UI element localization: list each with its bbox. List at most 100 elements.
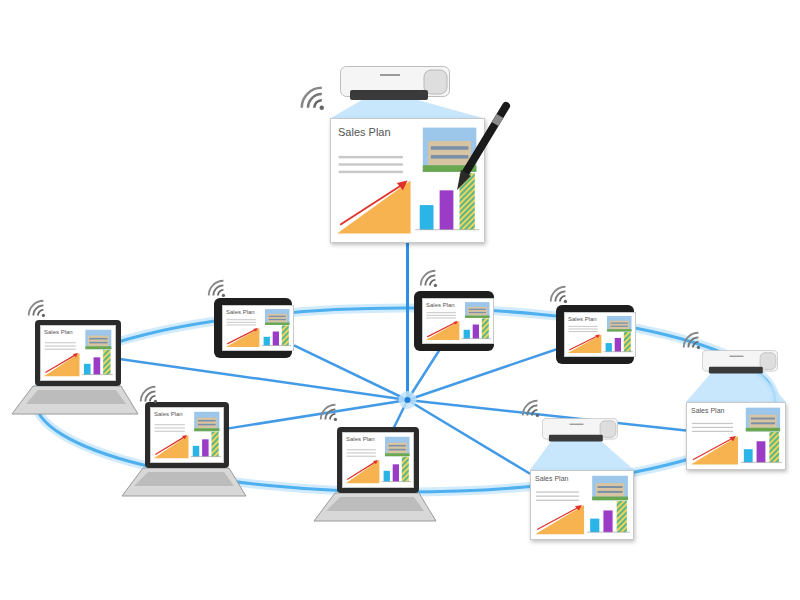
bar [590,519,599,533]
photo-grass [465,316,490,318]
laptop-keyboard [134,472,234,486]
bar [617,501,627,532]
trend-arrow [693,438,733,460]
wifi-icon [421,271,437,287]
text-line [692,423,733,424]
screen-title: Sales Plan [568,316,597,323]
laptop-bezel [35,320,121,386]
photo-windows [389,449,406,451]
bar [440,190,454,229]
text-line [427,315,456,316]
projector [702,350,777,373]
pen-band [495,116,500,124]
bar [264,337,270,346]
screen-title: Sales Plan [154,411,183,418]
text-line [569,326,598,327]
text-line [45,349,76,350]
network-ring [35,308,775,492]
photo-building [197,418,217,429]
trend-arrow [347,462,376,480]
text-line [536,500,579,501]
photo-sky [194,412,219,431]
bar [473,325,479,339]
laptop-keyboard [26,390,126,404]
screen-node: Sales Plan [330,118,485,243]
area-chart [44,353,80,376]
projector [542,418,617,441]
laptop-keyboard [326,497,424,511]
text-line [427,312,456,313]
text-line [339,171,403,173]
text-line [155,431,185,432]
bar [769,432,779,462]
area-chart [535,505,584,534]
photo-windows [198,420,216,422]
trend-arrow-head [253,328,258,332]
text-line [155,427,185,428]
area-chart [426,321,460,340]
network-link [408,243,687,431]
bar [402,457,409,482]
text-line [536,491,579,492]
screen-title: Sales Plan [691,407,724,415]
area-chart [346,460,380,483]
photo-building [749,415,776,428]
photo-windows [89,338,107,340]
text-line [692,427,733,428]
photo-windows [469,312,486,313]
interactive-pen [466,106,506,172]
bar [384,471,390,482]
photo-windows [269,316,286,317]
projector [341,67,450,101]
photo-windows [198,424,216,426]
area-chart [568,335,602,353]
screen-title: Sales Plan [338,126,391,139]
photo-windows [469,309,486,310]
text-line [45,342,76,343]
photo-sky [746,408,780,432]
photo-grass [194,428,219,431]
screen-title: Sales Plan [535,475,568,483]
network-link [116,243,408,400]
photo-sky [465,302,490,318]
photo-sky [423,128,477,172]
screen-title: Sales Plan [44,329,73,336]
network-link [224,243,408,429]
screen-node: Sales Plan [222,305,294,351]
text-line [692,431,733,432]
wifi-icon [209,281,225,297]
bar [464,330,470,339]
photo-windows [611,323,628,324]
text-line [339,163,403,165]
text-line [569,331,598,332]
axis-line [587,532,630,533]
bar [393,464,399,481]
axis-line [604,351,633,352]
laptop-base [314,493,436,521]
bar [420,205,434,230]
text-line [227,319,256,320]
axis-line [191,456,221,457]
photo-windows [269,319,286,320]
screen-node: Sales Plan [564,312,636,357]
text-line [45,345,76,346]
bar [211,432,218,457]
wifi-icon [684,333,700,349]
area-chart [691,436,738,464]
hub-glow [399,391,417,409]
photo-building [387,443,407,454]
projector-beam [530,440,634,470]
photo-sky [385,437,410,456]
photo-windows [431,146,468,150]
tablet-frame [414,291,494,351]
laptop-bezel [145,402,229,468]
trend-arrow-head [575,505,582,510]
photo-building [428,141,471,165]
laptop-base [12,386,138,414]
bar [624,332,631,352]
text-line [347,449,376,450]
network-link [408,243,565,400]
photo-sky [592,476,628,500]
